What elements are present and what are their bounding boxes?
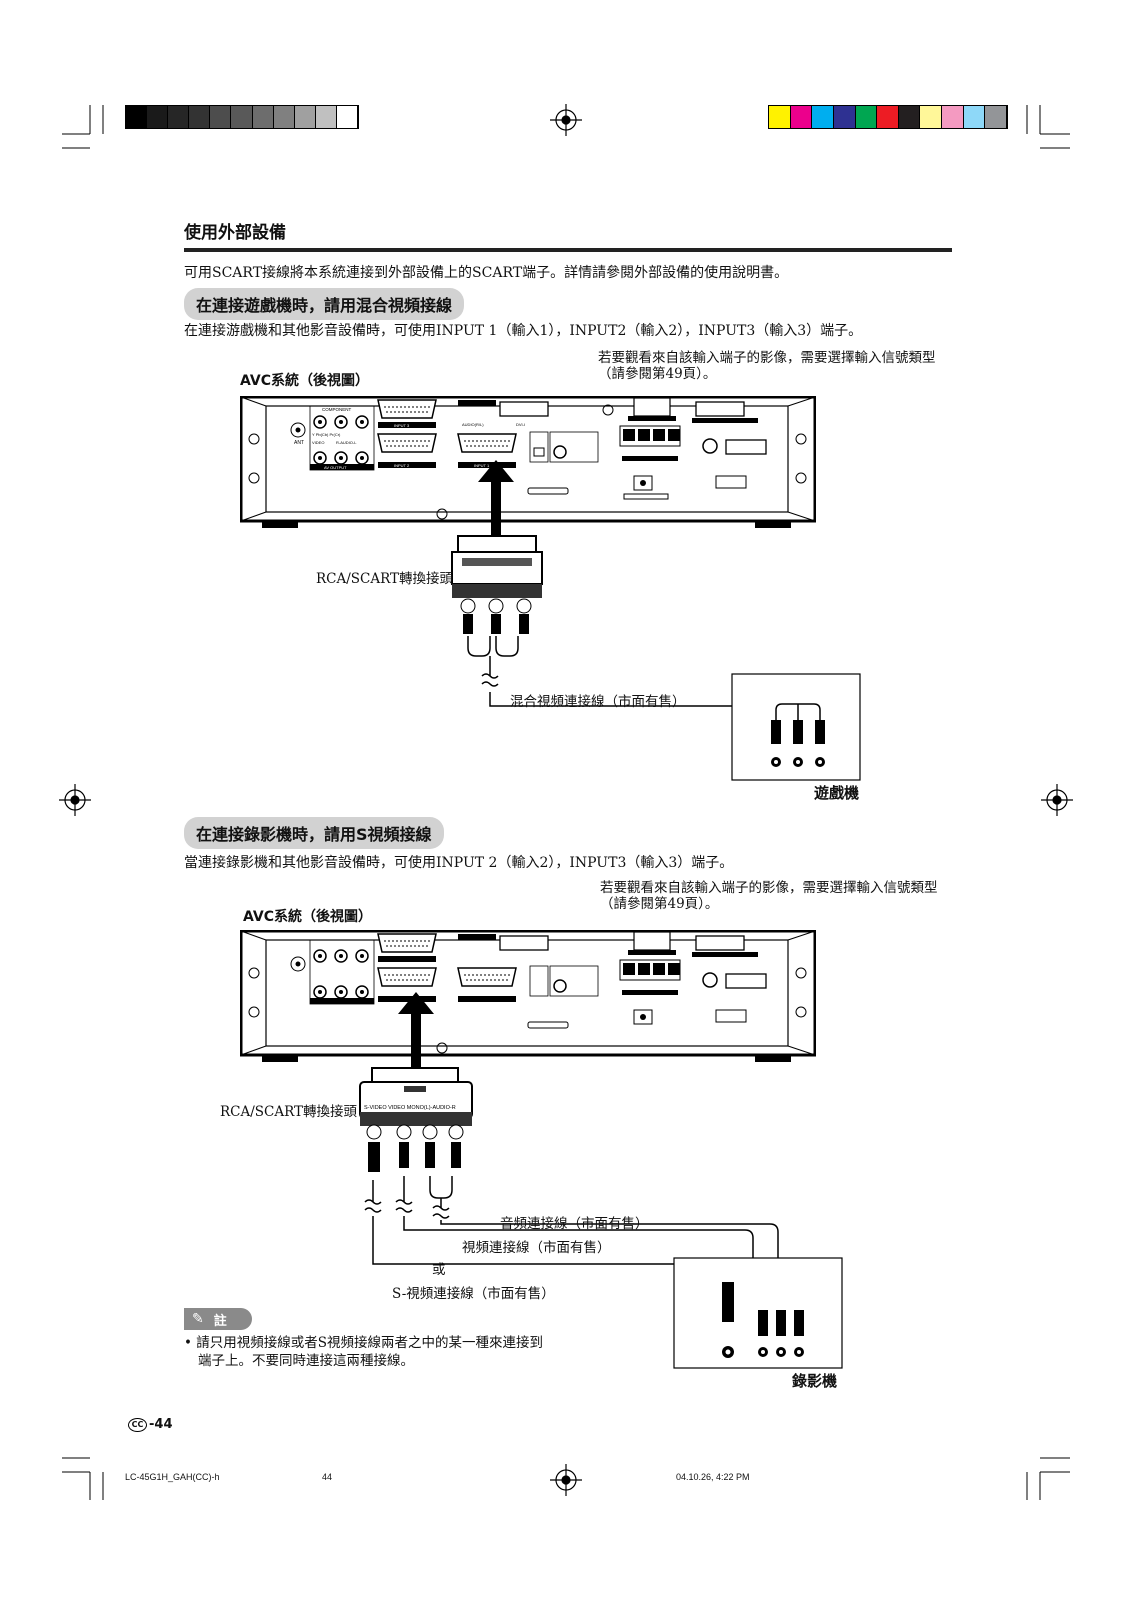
color-swatch [877,106,899,128]
audio-rl-label: AUDIO(R/L) [462,422,484,427]
gray-swatch [126,106,148,128]
ant-label: ANT [294,440,304,446]
ant-port-icon [290,422,306,438]
part2-device-label: 錄影機 [792,1372,838,1390]
svideo-port-icon [702,438,718,454]
color-swatch [790,106,813,128]
part1-note-line1: 若要觀看來自該輸入端子的影像，需要選擇輸入信號類型 [598,350,936,366]
section-title: 使用外部設備 [184,223,286,243]
part1-avc-label: AVC系統（後視圖） [240,373,369,389]
gray-swatch [315,106,337,128]
connection-arrow-2 [398,992,434,1068]
part2-note: 若要觀看來自該輸入端子的影像，需要選擇輸入信號類型 （請參閱第49頁）。 [600,880,938,912]
color-swatch [898,106,921,128]
vcr-box [673,1257,843,1369]
part2-svideo-cable-label: S-視頻連接線（市面有售） [392,1286,555,1302]
rca-scart-adapter-1 [451,535,543,634]
audio-label: R-AUDIO-L [336,440,357,445]
section-rule [184,248,952,252]
part2-video-cable-label: 視頻連接線（市面有售） [462,1240,611,1256]
gray-swatch [147,106,169,128]
part1-heading: 在連接遊戲機時，請用混合視頻接線 [184,288,465,320]
video-label: VIDEO [312,440,324,445]
part1-adapter-label: RCA/SCART轉換接頭 [316,571,454,587]
note-line1: • 請只用視頻接線或者S視頻接線兩者之中的某一種來連接到 [184,1335,544,1351]
part2-heading: 在連接錄影機時，請用S視頻接線 [184,817,444,849]
dvi-label: DVI-I [516,422,525,427]
connection-arrow-1 [478,460,514,546]
gray-swatch [231,106,253,128]
gray-scale-bar [125,105,359,129]
component-label: COMPONENT [322,407,352,412]
color-swatch [942,106,964,128]
footer-file: LC-45G1H_GAH(CC)-h [125,1472,220,1482]
input1-label: INPUT 1 [474,463,490,468]
region-badge: CC [128,1417,147,1432]
note-badge-label: 註 [213,1313,227,1329]
part2-avc-label: AVC系統（後視圖） [243,909,372,925]
svideo-plug-icon [722,1282,734,1322]
av-output-label: AV OUTPUT [324,465,347,470]
color-swatch [963,106,986,128]
screw-icon [248,404,807,520]
color-swatch [769,106,791,128]
avc-rear-panel-2 [240,930,816,1062]
note-text: • 請只用視頻接線或者S視頻接線兩者之中的某一種來連接到 端子上。不要同時連接這… [184,1334,543,1370]
gray-swatch [294,106,316,128]
footer-page: 44 [322,1472,333,1482]
gray-swatch [336,106,359,128]
game-console-box [731,673,861,781]
part2-note-line2: （請參閱第49頁）。 [600,896,719,912]
part2-adapter-label: RCA/SCART轉換接頭 [220,1104,358,1120]
adapter-port-labels: S-VIDEO VIDEO MONO(L)-AUDIO-R [364,1105,456,1111]
scart-connector-icon [377,399,517,453]
avc-rear-panel-1: ANT COMPONENT Y Pb(Cb) Pr(Cr) VIDEO R-AU… [240,396,816,528]
part1-note: 若要觀看來自該輸入端子的影像，需要選擇輸入信號類型 （請參閱第49頁）。 [598,350,936,382]
part2-audio-cable-label: 音頻連接線（市面有售） [500,1216,649,1232]
screw-icon [248,967,807,1054]
footer-datetime: 04.10.26, 4:22 PM [676,1472,750,1482]
gray-swatch [252,106,274,128]
color-swatch [833,106,856,128]
gray-swatch [168,106,190,128]
color-swatch [985,106,1008,128]
ypbpr-label: Y Pb(Cb) Pr(Cr) [312,432,341,437]
section-intro: 可用SCART接線將本系統連接到外部設備上的SCART端子。詳情請參閱外部設備的… [184,265,789,281]
note-badge: ✎ 註 [184,1308,252,1330]
note-line2: 端子上。不要同時連接這兩種接線。 [198,1353,414,1369]
part2-note-line1: 若要觀看來自該輸入端子的影像，需要選擇輸入信號類型 [600,880,938,896]
color-bar [768,105,1008,129]
part1-note-line2: （請參閱第49頁）。 [598,366,717,382]
input3-label: INPUT 3 [394,423,410,428]
part2-body: 當連接錄影機和其他影音設備時，可使用INPUT 2（輸入2），INPUT3（輸入… [184,855,734,871]
part2-or-label: 或 [432,1262,446,1278]
gray-swatch [189,106,211,128]
part1-body: 在連接游戲機和其他影音設備時，可使用INPUT 1（輸入1），INPUT2（輸入… [184,323,863,339]
paperclip-icon: ✎ [192,1311,204,1327]
rca-plug-icon [771,720,825,744]
color-swatch [855,106,878,128]
registration-target-icon [59,104,1073,1496]
color-swatch [920,106,943,128]
page-number-value: -44 [149,1417,173,1432]
color-swatch [812,106,834,128]
rca-scart-adapter-2: S-VIDEO VIDEO MONO(L)-AUDIO-R [359,1067,473,1172]
gray-swatch [210,106,232,128]
input2-label: INPUT 2 [394,463,410,468]
part1-cable-label: 混合視頻連接線（市面有售） [510,694,686,710]
part1-device-label: 遊戲機 [814,784,860,802]
page-number: CC -44 [128,1417,173,1432]
gray-swatch [273,106,295,128]
